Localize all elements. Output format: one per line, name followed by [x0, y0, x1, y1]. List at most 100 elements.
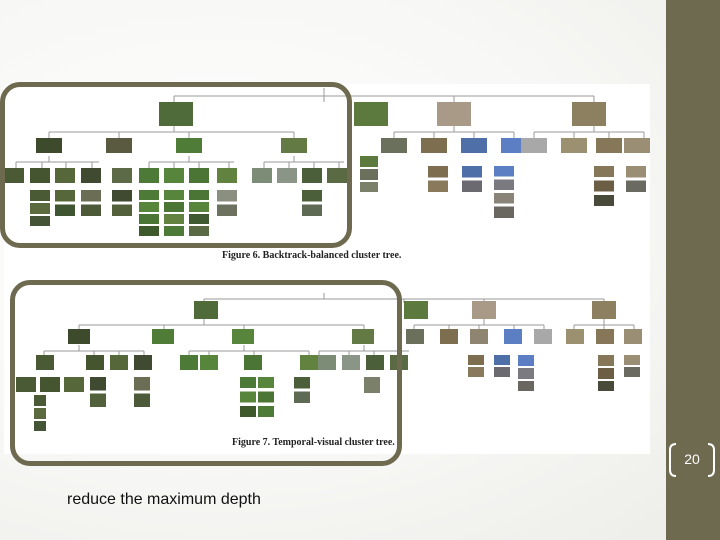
thumbnail: [189, 190, 209, 236]
thumbnail: [302, 168, 322, 183]
thumbnail: [36, 138, 62, 153]
thumbnail: [594, 166, 614, 206]
thumbnail: [318, 355, 336, 370]
thumbnail: [30, 168, 50, 183]
thumbnail: [189, 168, 209, 183]
thumbnail: [90, 377, 106, 407]
thumbnail: [194, 301, 218, 319]
slide-note: reduce the maximum depth: [67, 491, 261, 508]
thumbnail: [152, 329, 174, 344]
thumbnail: [302, 190, 322, 216]
thumbnail: [404, 301, 428, 319]
thumbnail: [472, 301, 496, 319]
thumbnail: [176, 138, 202, 153]
thumbnail: [624, 138, 650, 153]
thumbnail: [327, 168, 347, 183]
thumbnail: [106, 138, 132, 153]
thumbnail: [534, 329, 552, 344]
thumbnail: [592, 301, 616, 319]
thumbnail: [300, 355, 318, 370]
thumbnail: [55, 168, 75, 183]
thumbnail: [16, 377, 36, 392]
bracket-frame-icon: [669, 443, 715, 477]
thumbnail: [4, 168, 24, 183]
thumbnail: [468, 355, 484, 377]
thumbnail: [462, 166, 482, 192]
thumbnail: [139, 190, 159, 236]
thumbnail: [55, 190, 75, 216]
thumbnail: [342, 355, 360, 370]
thumbnail: [461, 138, 487, 153]
thumbnail: [34, 395, 46, 431]
thumbnail: [244, 355, 262, 370]
thumbnail: [572, 102, 606, 126]
thumbnail: [494, 355, 510, 377]
thumbnail: [110, 355, 128, 370]
highlight-box-bottom: [10, 280, 402, 466]
thumbnail: [596, 138, 622, 153]
thumbnail: [470, 329, 488, 344]
thumbnail: [112, 190, 132, 216]
thumbnail: [366, 355, 384, 370]
thumbnail: [421, 138, 447, 153]
thumbnail: [240, 377, 256, 417]
thumbnail: [258, 377, 274, 417]
thumbnail: [501, 138, 527, 153]
thumbnail: [626, 166, 646, 192]
thumbnail: [134, 377, 150, 407]
thumbnail: [36, 355, 54, 370]
thumbnail: [81, 190, 101, 216]
thumbnail: [180, 355, 198, 370]
thumbnail: [437, 102, 471, 126]
thumbnail: [281, 138, 307, 153]
sidebar-band: [666, 0, 720, 540]
tree-lines-top: [15, 88, 645, 168]
thumbnail: [518, 355, 534, 391]
page-number-badge: 20: [668, 440, 716, 480]
thumbnail: [40, 377, 60, 392]
figure-caption: Figure 7. Temporal-visual cluster tree.: [232, 437, 395, 448]
highlight-box-top: [0, 82, 352, 248]
thumbnail: [252, 168, 272, 183]
thumbnail: [381, 138, 407, 153]
thumbnail: [624, 329, 642, 344]
thumbnail: [598, 355, 614, 391]
thumbnail: [139, 168, 159, 183]
thumbnail: [504, 329, 522, 344]
thumbnail: [30, 190, 50, 226]
thumbnail: [68, 329, 90, 344]
thumbnail: [566, 329, 584, 344]
thumbnail: [164, 190, 184, 236]
thumbnail: [352, 329, 374, 344]
thumbnail: [521, 138, 547, 153]
cluster-tree-figure-6: Figure 6. Backtrack-balanced cluster tre…: [4, 84, 650, 261]
thumbnail: [364, 377, 380, 393]
thumbnail: [159, 102, 193, 126]
thumbnail: [200, 355, 218, 370]
thumbnail: [494, 166, 514, 218]
thumbnail: [277, 168, 297, 183]
page-number: 20: [684, 451, 700, 467]
thumbnail: [112, 168, 132, 183]
thumbnail: [561, 138, 587, 153]
thumbnail: [64, 377, 84, 392]
thumbnail: [294, 377, 310, 403]
figure-panel: Figure 6. Backtrack-balanced cluster tre…: [4, 84, 650, 454]
thumbnail: [360, 156, 378, 192]
thumbnail: [406, 329, 424, 344]
thumbnail: [596, 329, 614, 344]
thumbnail: [232, 329, 254, 344]
thumbnail: [134, 355, 152, 370]
thumbnail: [354, 102, 388, 126]
figure-caption: Figure 6. Backtrack-balanced cluster tre…: [222, 250, 402, 261]
thumbnail: [164, 168, 184, 183]
thumbnail: [428, 166, 448, 192]
thumbnail: [81, 168, 101, 183]
thumbnail: [624, 355, 640, 377]
thumbnail: [217, 168, 237, 183]
thumbnail: [217, 190, 237, 216]
cluster-tree-figure-7: Figure 7. Temporal-visual cluster tree.: [4, 289, 650, 454]
thumbnail: [440, 329, 458, 344]
thumbnail: [86, 355, 104, 370]
